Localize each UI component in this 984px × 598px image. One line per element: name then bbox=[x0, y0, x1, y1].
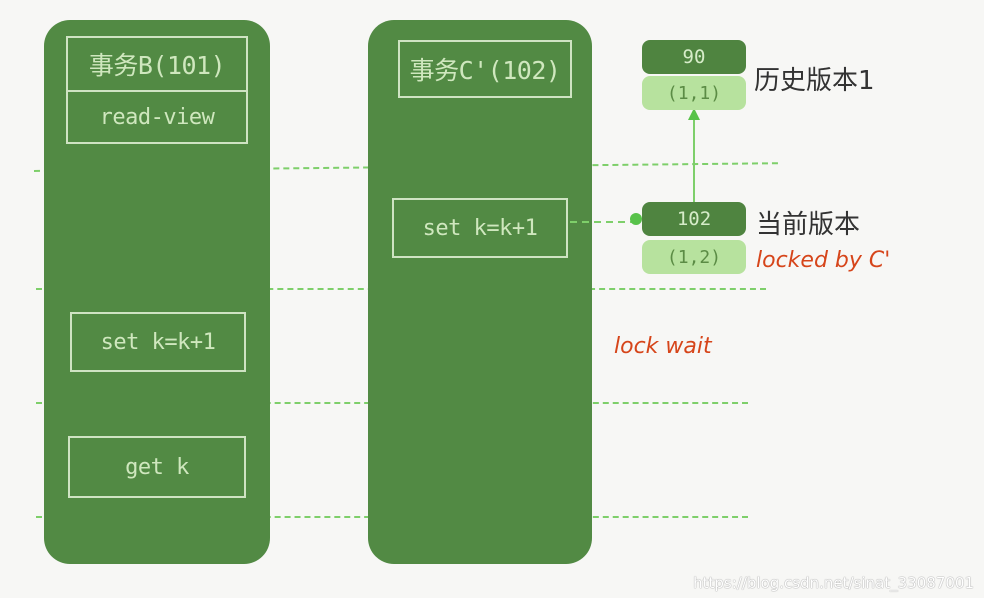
watermark: https://blog.csdn.net/sinat_33087001 bbox=[693, 574, 974, 592]
history-version-trx: (1,1) bbox=[642, 76, 746, 110]
lock-wait-note: lock wait bbox=[614, 334, 712, 359]
transaction-c-title: 事务C'(102) bbox=[398, 40, 572, 98]
transaction-c-column bbox=[368, 20, 592, 564]
history-version-value: 90 bbox=[642, 40, 746, 74]
transaction-b-title: 事务B(101) bbox=[66, 36, 248, 92]
read-view-box: read-view bbox=[66, 90, 248, 144]
transaction-c-set-step: set k=k+1 bbox=[392, 198, 568, 258]
current-version-value: 102 bbox=[642, 202, 746, 236]
transaction-b-column bbox=[44, 20, 270, 564]
history-version-label: 历史版本1 bbox=[754, 66, 875, 96]
current-version-trx: (1,2) bbox=[642, 240, 746, 274]
current-version-label: 当前版本 bbox=[756, 210, 861, 240]
transaction-b-set-step: set k=k+1 bbox=[70, 312, 246, 372]
transaction-b-get-step: get k bbox=[68, 436, 246, 498]
locked-by-note: locked by C' bbox=[756, 248, 891, 273]
